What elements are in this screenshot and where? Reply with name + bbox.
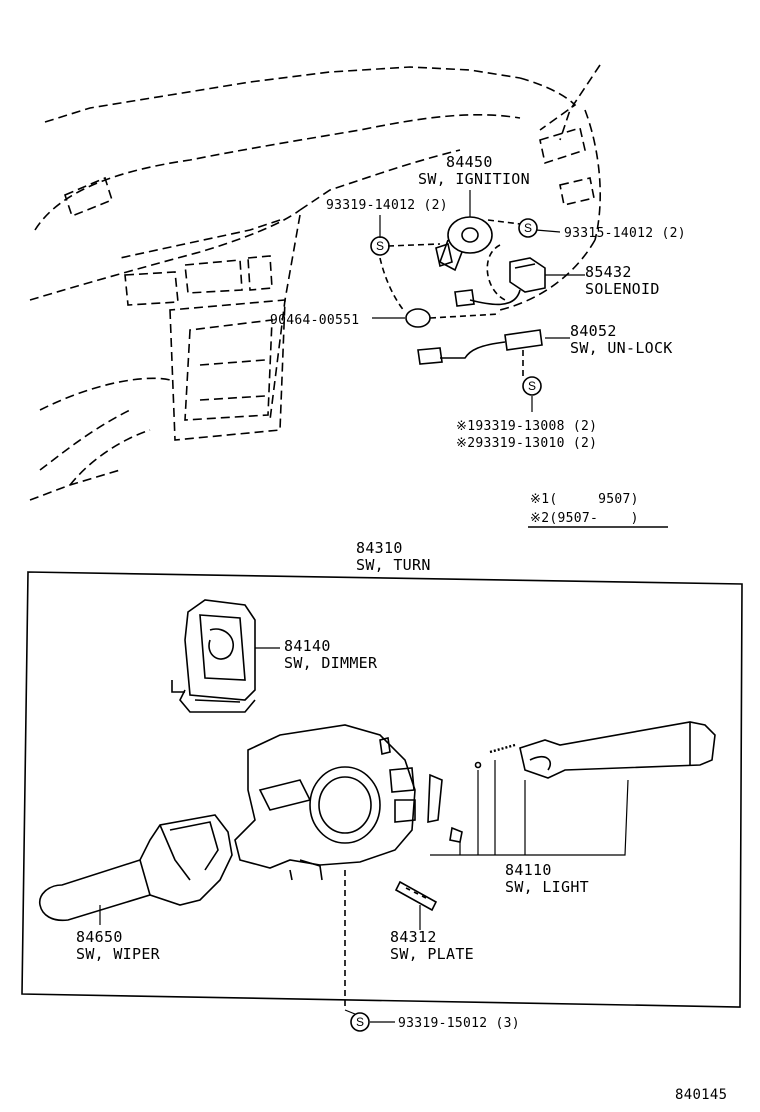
dimmer-part-number: 84140 xyxy=(284,637,331,655)
ignition-switch-drawing xyxy=(435,190,493,272)
plate-switch-drawing xyxy=(394,880,438,930)
turn-part-name: SW, TURN xyxy=(356,556,431,574)
solenoid-part-name: SOLENOID xyxy=(585,280,660,298)
wiper-switch-drawing xyxy=(38,814,233,925)
screw-symbol-2: S xyxy=(524,221,532,235)
unlock-screw-number-2: ※293319-13010 (2) xyxy=(456,436,598,451)
turn-screw-number: 93319-15012 (3) xyxy=(398,1016,520,1031)
screw-symbol-3: S xyxy=(528,379,536,393)
note-1: ※1( 9507) xyxy=(530,492,639,507)
ignition-part-number: 84450 xyxy=(446,153,493,171)
solenoid-screw-number: 93315-14012 (2) xyxy=(564,226,686,241)
light-part-number: 84110 xyxy=(505,861,552,879)
clip-drawing xyxy=(372,308,501,328)
solenoid-part-number: 85432 xyxy=(585,263,632,281)
turn-switch-body-drawing xyxy=(234,724,416,1010)
solenoid-drawing xyxy=(454,244,585,307)
wiper-part-number: 84650 xyxy=(76,928,123,946)
unlock-screw-number-1: ※193319-13008 (2) xyxy=(456,419,598,434)
wiper-part-name: SW, WIPER xyxy=(76,945,160,963)
ignition-part-name: SW, IGNITION xyxy=(418,170,530,188)
dashboard-outline xyxy=(29,64,601,501)
plate-part-name: SW, PLATE xyxy=(390,945,474,963)
light-switch-drawing xyxy=(427,721,716,856)
note-2: ※2(9507- ) xyxy=(530,511,639,526)
ignition-screw-number: 93319-14012 (2) xyxy=(326,198,448,213)
unlock-part-name: SW, UN-LOCK xyxy=(570,339,673,357)
clip-part-number: 90464-00551 xyxy=(270,313,360,328)
diagram-number: 840145 xyxy=(675,1087,728,1103)
unlock-switch-drawing xyxy=(417,329,570,412)
unlock-part-number: 84052 xyxy=(570,322,617,340)
screw-symbol-1: S xyxy=(376,239,384,253)
light-part-name: SW, LIGHT xyxy=(505,878,589,896)
turn-switch-assembly-frame xyxy=(21,571,743,1008)
plate-part-number: 84312 xyxy=(390,928,437,946)
dimmer-switch-drawing xyxy=(171,599,280,713)
dimmer-part-name: SW, DIMMER xyxy=(284,654,378,672)
upper-leader-lines xyxy=(379,215,561,313)
screw-symbol-4: S xyxy=(356,1015,364,1029)
turn-part-number: 84310 xyxy=(356,539,403,557)
